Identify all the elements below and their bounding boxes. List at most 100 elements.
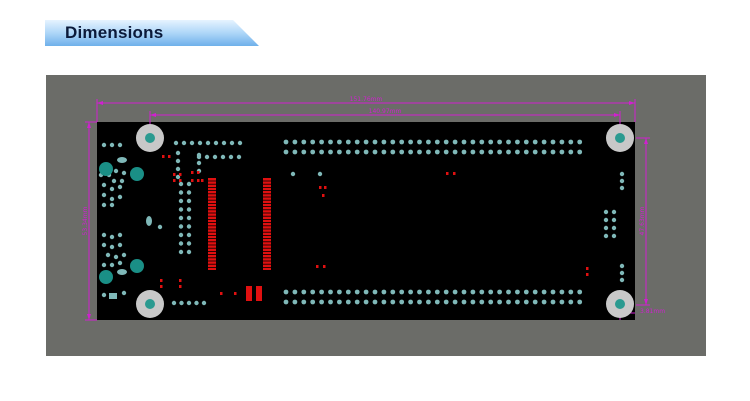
pad bbox=[101, 142, 107, 148]
header-banner-shape bbox=[45, 20, 259, 46]
dimension-arrows bbox=[87, 101, 648, 320]
pad bbox=[319, 299, 324, 305]
pad bbox=[345, 289, 351, 295]
smd-part bbox=[179, 173, 182, 176]
smd-part bbox=[160, 279, 163, 282]
pad bbox=[381, 299, 387, 305]
pad bbox=[345, 299, 351, 305]
pad bbox=[470, 139, 476, 145]
pad bbox=[101, 182, 107, 188]
pad bbox=[619, 263, 625, 269]
smd-part bbox=[168, 155, 171, 158]
smd-part bbox=[191, 171, 194, 174]
pad bbox=[310, 149, 316, 155]
pad bbox=[121, 252, 127, 258]
smd-part bbox=[191, 179, 194, 182]
pad bbox=[171, 300, 177, 306]
pad bbox=[117, 232, 123, 238]
pad bbox=[577, 299, 583, 305]
smd-part bbox=[453, 172, 456, 175]
connector-icon bbox=[99, 157, 152, 299]
pad bbox=[390, 289, 396, 295]
pad bbox=[488, 149, 494, 155]
pcb-board bbox=[97, 122, 635, 320]
pad bbox=[479, 299, 485, 305]
pad bbox=[109, 244, 115, 250]
pad bbox=[488, 289, 494, 295]
smd-part bbox=[179, 285, 182, 288]
pad bbox=[283, 289, 289, 295]
pad bbox=[310, 139, 316, 145]
pad bbox=[372, 299, 378, 305]
pad bbox=[619, 171, 625, 177]
smd-part bbox=[234, 292, 237, 295]
pad bbox=[283, 149, 289, 155]
pad bbox=[363, 139, 369, 145]
pad bbox=[345, 139, 351, 145]
pad bbox=[523, 139, 529, 145]
pad bbox=[434, 289, 440, 295]
hole-span-width-label: 140.97mm bbox=[369, 108, 402, 115]
pad bbox=[186, 241, 192, 246]
pad bbox=[319, 289, 324, 295]
pad bbox=[178, 241, 184, 246]
pad bbox=[408, 299, 413, 305]
pad bbox=[194, 300, 199, 306]
pad bbox=[310, 299, 316, 305]
pad bbox=[497, 289, 502, 295]
smd-part bbox=[160, 285, 163, 288]
pad bbox=[196, 152, 202, 158]
pad bbox=[109, 196, 115, 202]
pad bbox=[372, 289, 378, 295]
mounting-hole-icon bbox=[606, 290, 634, 318]
pad bbox=[541, 299, 547, 305]
pad bbox=[301, 139, 307, 145]
pad bbox=[479, 139, 485, 145]
pad bbox=[559, 289, 565, 295]
pad bbox=[354, 149, 360, 155]
pad bbox=[175, 150, 181, 156]
smd-part bbox=[173, 173, 176, 176]
pad bbox=[178, 207, 184, 212]
hole-span-height-label: 47.63mm bbox=[639, 206, 646, 235]
overall-width-label: 151.76mm bbox=[350, 96, 383, 103]
pad bbox=[399, 289, 405, 295]
pad bbox=[568, 299, 574, 305]
mounting-hole-icon bbox=[136, 124, 164, 152]
pad bbox=[417, 139, 422, 145]
pad bbox=[363, 149, 369, 155]
overall-height-label: 53.34mm bbox=[82, 206, 89, 235]
mounting-hole-icon bbox=[606, 124, 634, 152]
pad bbox=[541, 289, 547, 295]
pad bbox=[550, 139, 556, 145]
pad bbox=[619, 185, 625, 191]
pad bbox=[117, 184, 123, 190]
pad bbox=[515, 289, 520, 295]
pad bbox=[157, 224, 163, 230]
pad bbox=[568, 139, 574, 145]
pad bbox=[497, 139, 502, 145]
pad bbox=[417, 299, 422, 305]
pad bbox=[201, 300, 207, 306]
pad bbox=[292, 299, 298, 305]
pad bbox=[426, 149, 431, 155]
pad bbox=[452, 149, 458, 155]
corner-offset-label: 3.81mm bbox=[640, 308, 665, 315]
pad bbox=[497, 299, 502, 305]
pad bbox=[292, 149, 298, 155]
pad bbox=[173, 140, 179, 146]
pad bbox=[470, 299, 476, 305]
pad bbox=[461, 149, 467, 155]
pad bbox=[461, 139, 467, 145]
pad bbox=[228, 154, 234, 160]
pad bbox=[434, 149, 440, 155]
pcb-drawing-panel: 151.76mm 140.97mm 53.34mm 47.63mm 3.81mm bbox=[46, 75, 706, 356]
smd-part bbox=[446, 172, 449, 175]
pad bbox=[178, 198, 184, 204]
pad bbox=[109, 202, 115, 208]
pad bbox=[121, 170, 127, 176]
pad bbox=[354, 289, 360, 295]
pad bbox=[337, 149, 342, 155]
pad bbox=[236, 154, 242, 160]
pad bbox=[399, 149, 405, 155]
